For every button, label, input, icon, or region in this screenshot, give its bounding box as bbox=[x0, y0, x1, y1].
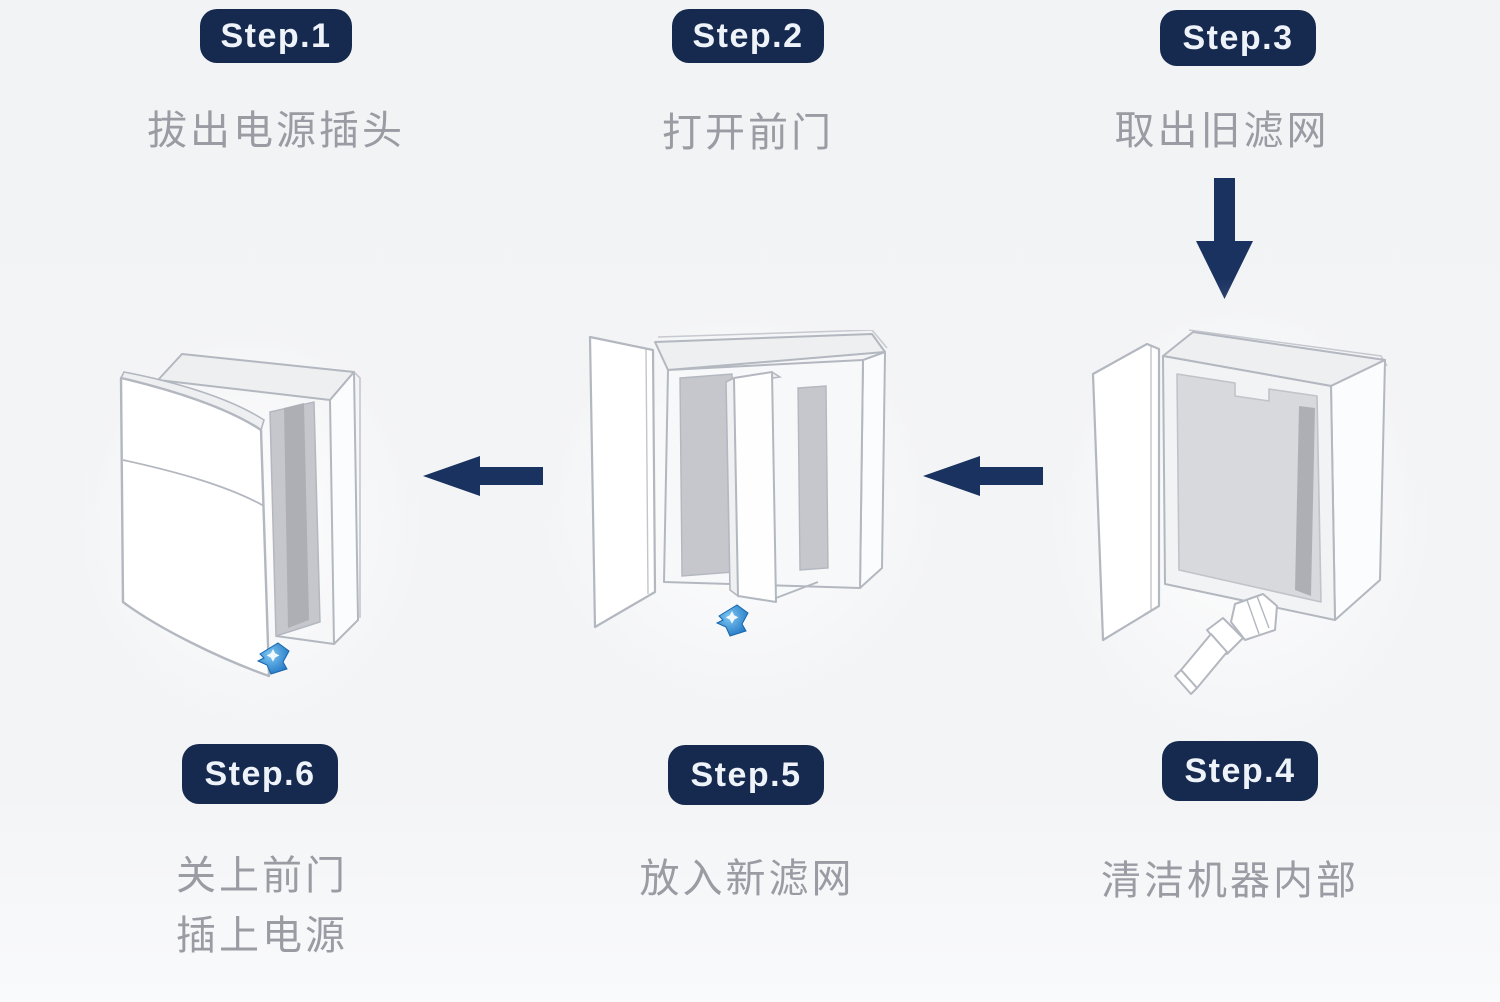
machine-empty-vacuum-illustration bbox=[1091, 329, 1388, 695]
machine-filter-insert-illustration bbox=[588, 330, 888, 637]
left-arrow-icon bbox=[923, 456, 1043, 496]
step4-label: 清洁机器内部 bbox=[1101, 859, 1359, 903]
machine-door-closing-illustration bbox=[119, 353, 361, 678]
click-cursor-icon bbox=[256, 642, 290, 675]
click-cursor-icon bbox=[715, 604, 749, 637]
step2-badge: Step.2 bbox=[672, 9, 824, 63]
step6-label-line2: 插上电源 bbox=[176, 914, 348, 958]
step5-badge: Step.5 bbox=[668, 745, 824, 805]
step1-label: 拔出电源插头 bbox=[147, 109, 405, 153]
step4-badge: Step.4 bbox=[1162, 741, 1318, 801]
step3-badge: Step.3 bbox=[1160, 10, 1316, 66]
vacuum-nozzle bbox=[1174, 593, 1278, 695]
step5-label: 放入新滤网 bbox=[639, 857, 855, 901]
step2-label: 打开前门 bbox=[662, 111, 834, 155]
step1-badge: Step.1 bbox=[200, 9, 352, 63]
step6-badge: Step.6 bbox=[182, 744, 338, 804]
down-arrow-icon bbox=[1196, 178, 1253, 299]
step3-label: 取出旧滤网 bbox=[1114, 109, 1330, 153]
left-arrow-icon bbox=[423, 456, 543, 496]
step6-label-line1: 关上前门 bbox=[176, 854, 348, 898]
